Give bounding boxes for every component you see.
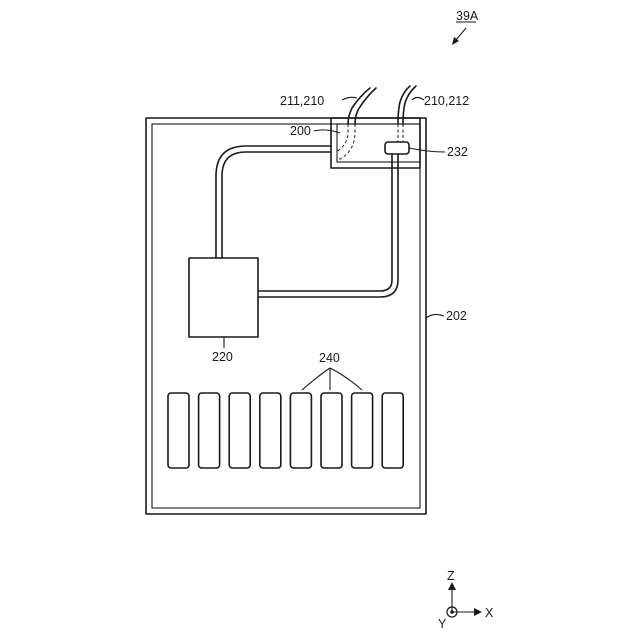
leader-232 — [409, 148, 445, 152]
label-220: 220 — [212, 350, 233, 364]
leader-200 — [314, 130, 340, 133]
slot-5 — [290, 393, 311, 468]
cable-210-212 — [398, 86, 416, 142]
slot-8 — [382, 393, 403, 468]
label-210-212: 210,212 — [424, 94, 469, 108]
label-232: 232 — [447, 145, 468, 159]
slot-7 — [352, 393, 373, 468]
label-202: 202 — [446, 309, 467, 323]
figure-arrow — [452, 28, 466, 45]
housing-202 — [146, 118, 426, 514]
element-232 — [385, 142, 409, 154]
slot-2 — [199, 393, 220, 468]
label-200: 200 — [290, 124, 311, 138]
leader-210-212 — [412, 98, 424, 101]
label-240: 240 — [319, 351, 340, 365]
leader-240 — [302, 368, 362, 390]
tube-lower — [258, 154, 398, 297]
slot-3 — [229, 393, 250, 468]
slots-240 — [168, 393, 403, 468]
axis-z-label: Z — [447, 569, 455, 583]
axis-x-label: X — [485, 606, 494, 620]
slot-1 — [168, 393, 189, 468]
slot-4 — [260, 393, 281, 468]
label-211-210: 211,210 — [280, 94, 324, 108]
module-200 — [331, 118, 420, 168]
leader-211-210 — [342, 97, 357, 100]
figure-id: 39A — [456, 9, 479, 23]
leader-202 — [426, 314, 444, 318]
component-220 — [189, 258, 258, 337]
axis-indicator — [447, 582, 482, 617]
tube-upper — [216, 146, 331, 258]
axis-y-label: Y — [438, 617, 447, 631]
slot-6 — [321, 393, 342, 468]
